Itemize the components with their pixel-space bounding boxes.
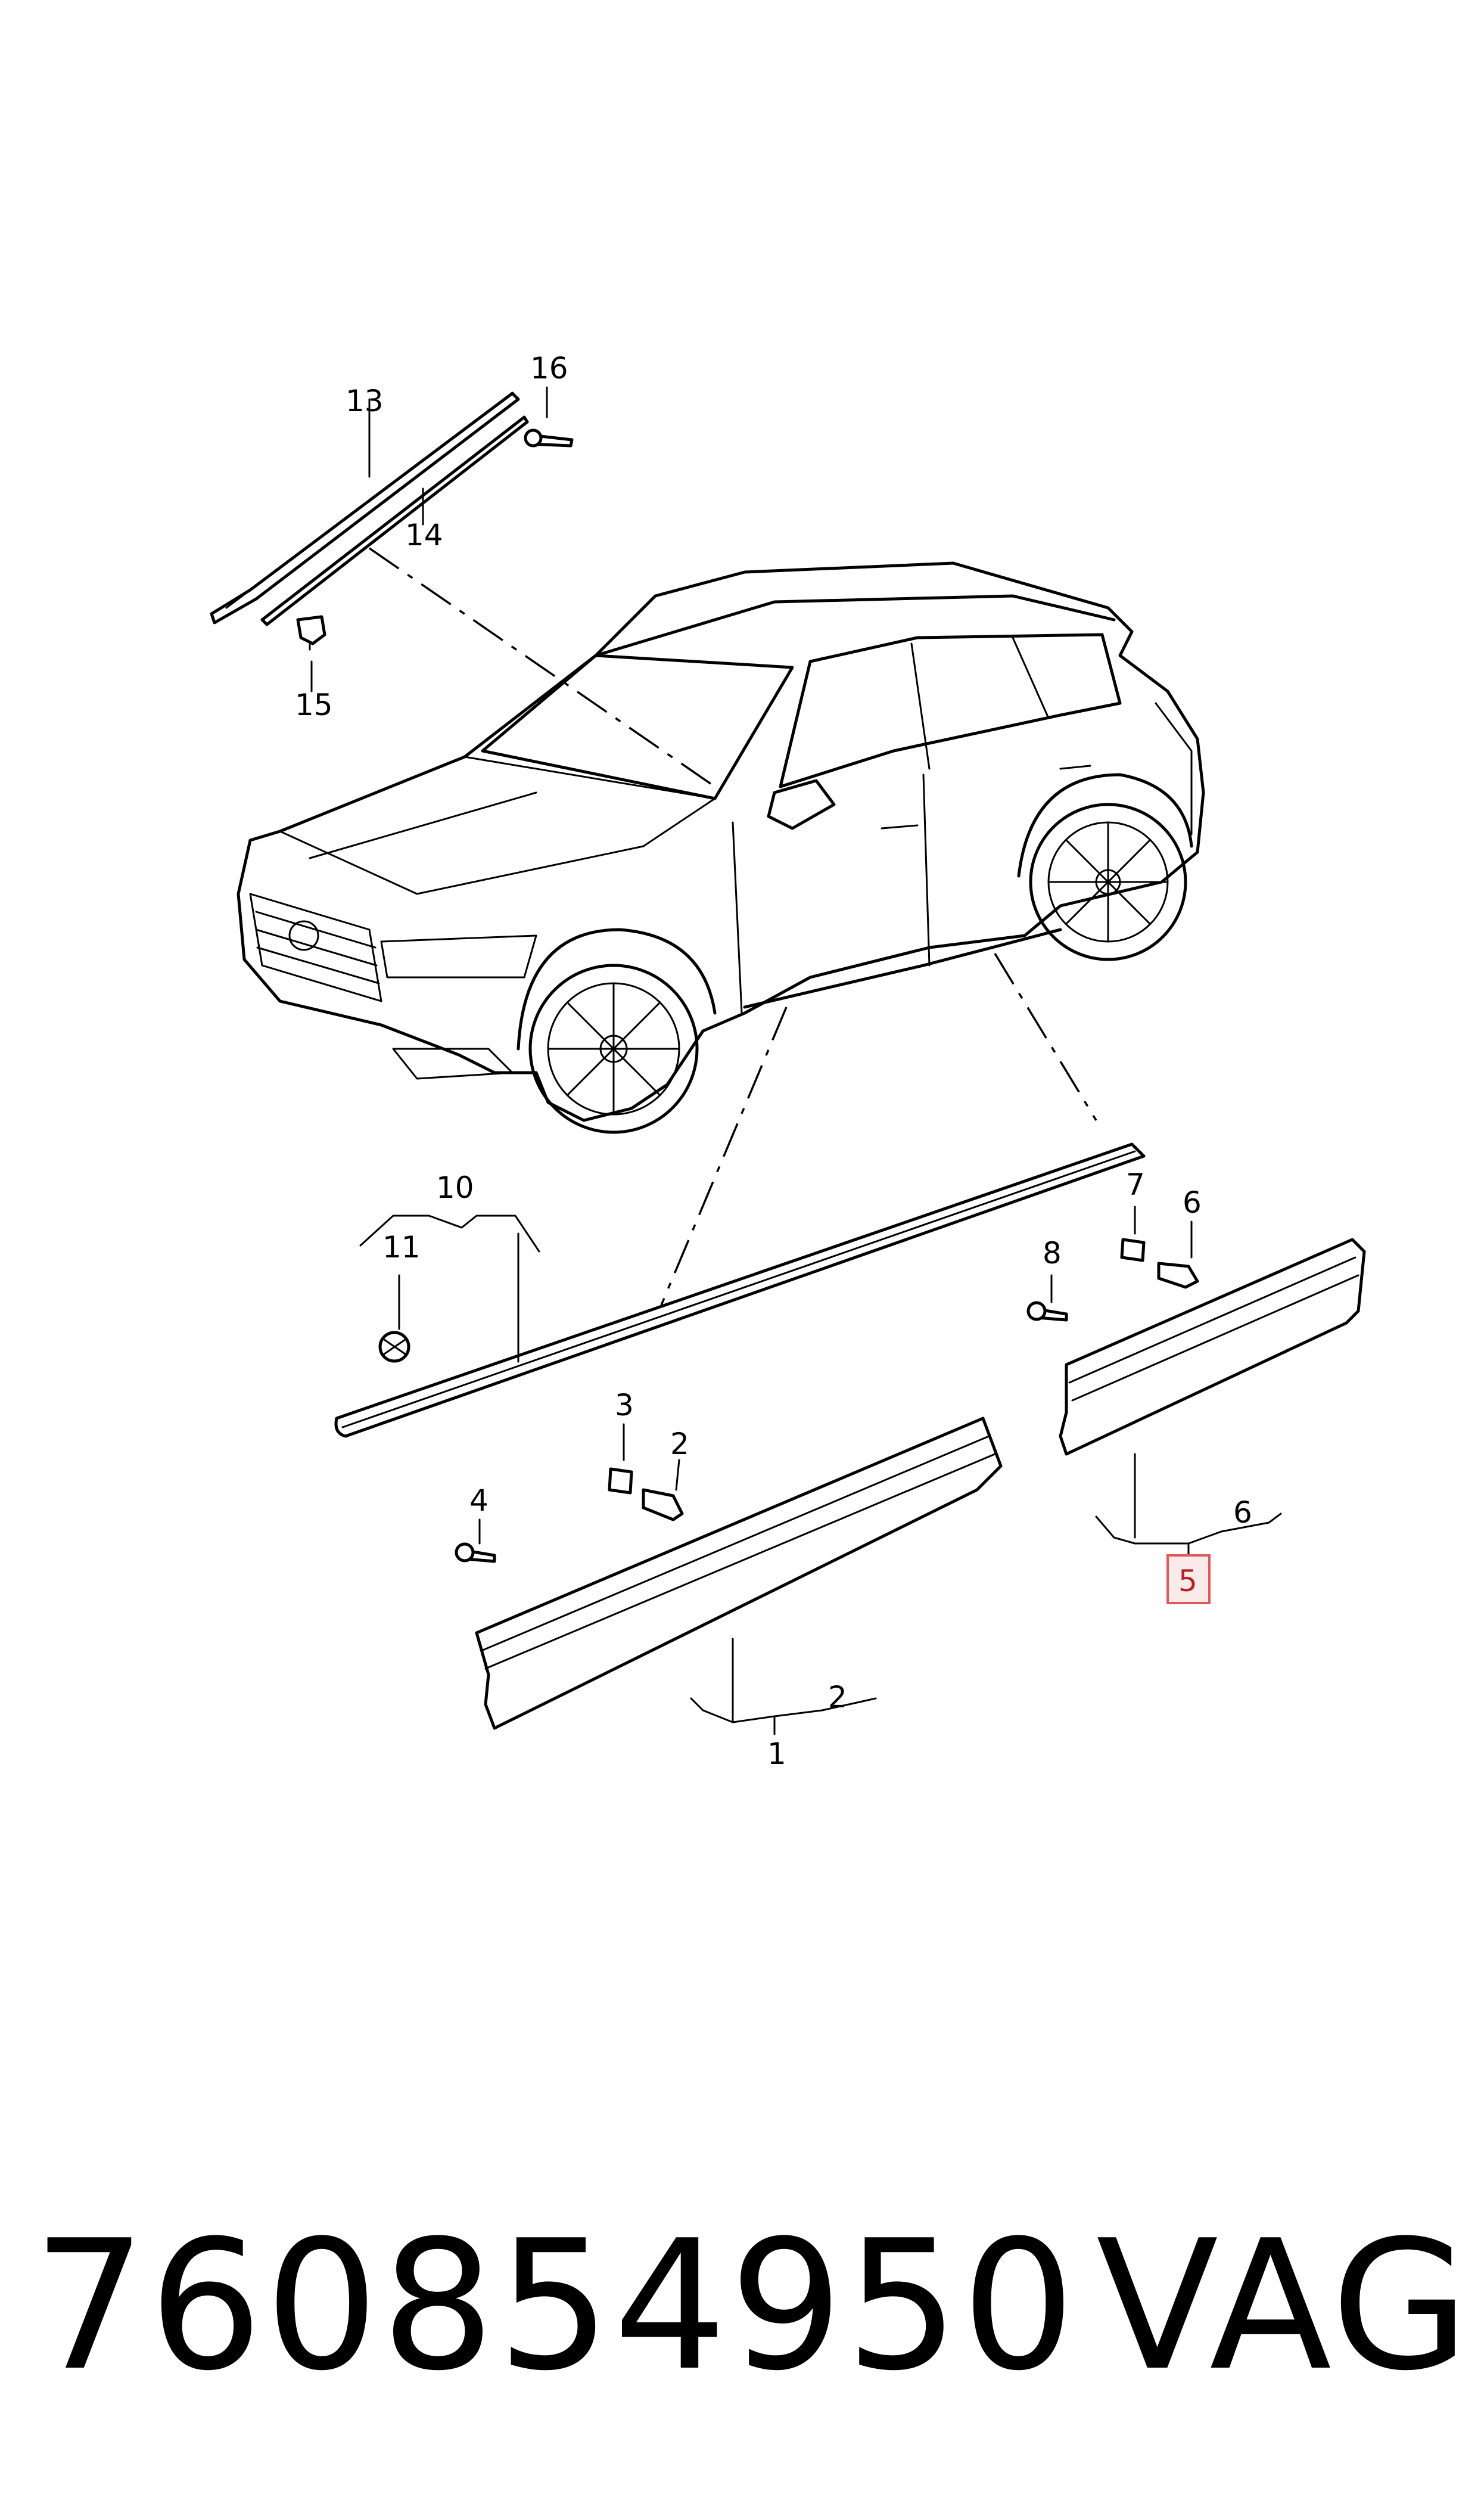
callout-7: 7 xyxy=(1126,1167,1145,1202)
callout-2b: 2 xyxy=(828,1680,847,1714)
callout-6a: 6 xyxy=(1183,1185,1202,1220)
callout-14: 14 xyxy=(405,518,443,552)
callout-3: 3 xyxy=(615,1388,634,1422)
part-number: 760854950 xyxy=(33,2202,1078,2410)
rear-door-moulding-group xyxy=(1026,1206,1366,1604)
leader-lines xyxy=(369,547,1097,1306)
brand-label: VAG xyxy=(1096,2202,1472,2410)
callout-16: 16 xyxy=(530,351,568,386)
callout-11: 11 xyxy=(382,1230,421,1265)
callout-8: 8 xyxy=(1043,1236,1062,1271)
rear-door-moulding xyxy=(1059,1238,1366,1456)
clip-7 xyxy=(1120,1238,1146,1262)
clip-2 xyxy=(642,1488,684,1521)
callout-10: 10 xyxy=(436,1170,474,1205)
front-door-moulding xyxy=(475,1417,1003,1730)
front-door-moulding-group xyxy=(455,1417,1003,1735)
windscreen-seal-strip xyxy=(260,415,529,626)
callout-5: 5 xyxy=(1178,1564,1197,1598)
windscreen-trim-strip xyxy=(210,392,520,625)
sill-strip-group xyxy=(334,1142,1146,1438)
callout-2a: 2 xyxy=(670,1427,689,1461)
sill-strip xyxy=(334,1142,1146,1438)
vehicle-illustration xyxy=(237,561,1205,1134)
clip-15 xyxy=(296,615,326,645)
callout-6b: 6 xyxy=(1233,1495,1252,1530)
callout-labels: 13 16 14 15 10 11 7 6 8 3 2 4 6 5 2 1 xyxy=(295,351,1252,1771)
callout-13: 13 xyxy=(346,384,384,418)
callout-1: 1 xyxy=(767,1737,786,1771)
clip-6 xyxy=(1157,1262,1199,1289)
clip-3 xyxy=(608,1467,633,1495)
windscreen-trim-group xyxy=(210,386,574,692)
highlight-box-5 xyxy=(1166,1554,1211,1604)
callout-15: 15 xyxy=(295,688,333,722)
callout-4: 4 xyxy=(469,1483,489,1518)
